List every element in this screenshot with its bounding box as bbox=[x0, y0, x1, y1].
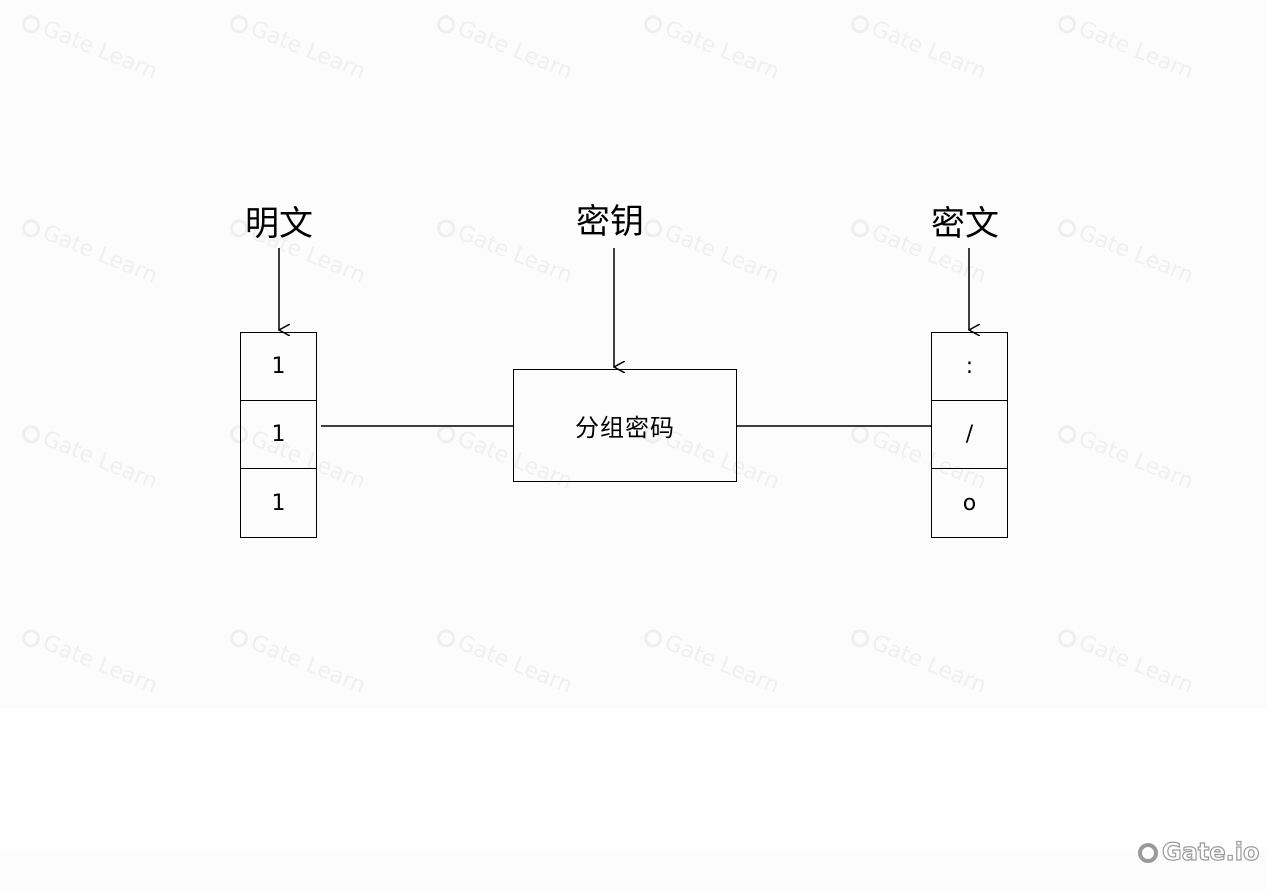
plaintext-cell: 1 bbox=[271, 490, 286, 516]
plaintext-block: 1 1 1 bbox=[240, 332, 317, 538]
plaintext-cell: 1 bbox=[241, 333, 316, 401]
ciphertext-cell: : bbox=[932, 333, 1007, 401]
plaintext-label: 明文 bbox=[245, 204, 313, 244]
ciphertext-cell: o bbox=[962, 490, 977, 516]
ciphertext-block: : / o bbox=[931, 332, 1008, 538]
plaintext-cell: 1 bbox=[241, 401, 316, 469]
key-label: 密钥 bbox=[576, 202, 644, 242]
gate-io-logo: Gate.io bbox=[1138, 837, 1260, 867]
background-panel bbox=[0, 0, 1267, 708]
logo-text: Gate.io bbox=[1161, 837, 1260, 866]
block-cipher-box: 分组密码 bbox=[513, 369, 737, 482]
ciphertext-cell: / bbox=[932, 401, 1007, 469]
footer-band bbox=[0, 850, 1267, 891]
block-cipher-label: 分组密码 bbox=[575, 414, 675, 442]
ciphertext-label: 密文 bbox=[931, 204, 999, 244]
gate-logo-icon bbox=[1138, 843, 1158, 863]
